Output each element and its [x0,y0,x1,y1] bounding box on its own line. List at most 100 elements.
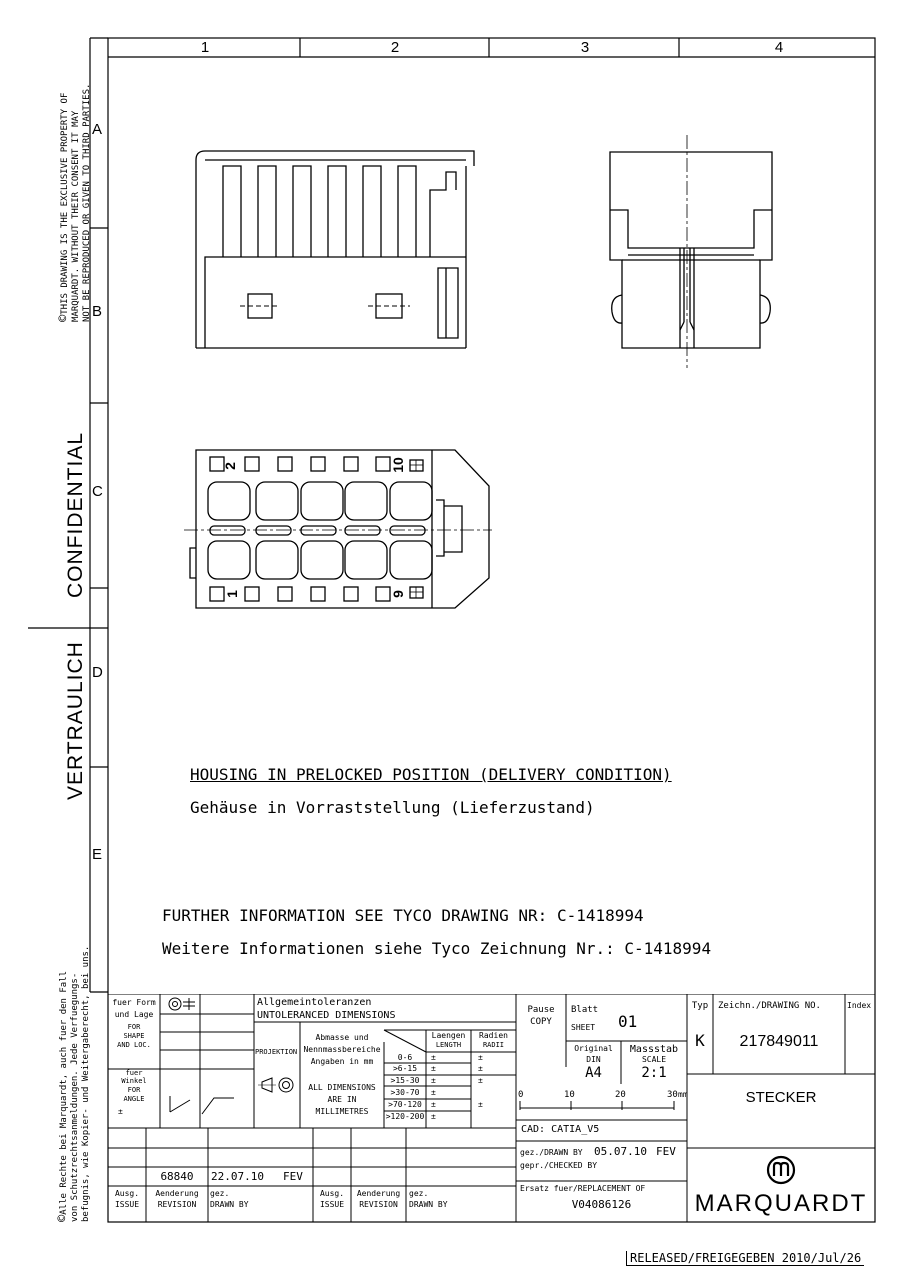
revision-header-en-1: REVISION [157,1200,197,1209]
revision-number: 68840 [160,1170,194,1183]
abmasse-line-2: Nennmassbereiche [303,1045,381,1054]
radii-pm-4: ± [478,1100,483,1109]
range-15-30: >15-30 [390,1076,420,1085]
sheet-label-en: SHEET [571,1023,596,1032]
tolerance-title-en: UNTOLERANCED DIMENSIONS [257,1010,396,1021]
abmasse-line-1: Abmasse und [315,1033,369,1042]
pin-label-1: 1 [223,590,240,598]
scale-tick-10: 10 [564,1090,575,1100]
sheet-label-de: Blatt [571,1005,599,1015]
rights-copyright-symbol: © [55,1214,69,1222]
scale-label-en: SCALE [641,1055,667,1064]
type-value: K [695,1031,705,1050]
abmasse-line-3: Angaben in mm [310,1057,374,1066]
checked-by-label: gepr./CHECKED BY [520,1161,598,1170]
note-further-de: Weitere Informationen siehe Tyco Zeichnu… [162,939,712,958]
sheet-number: 01 [618,1012,638,1031]
rights-line-1: Alle Rechte bei Marquardt, auch fuer den… [59,970,69,1215]
pin-label-10: 10 [389,457,406,473]
length-pm-2: ± [431,1064,436,1073]
range-30-70: >30-70 [390,1088,420,1097]
form-label-4: SHAPE [123,1032,145,1040]
issue-header-de-1: Ausg. [114,1189,140,1198]
issue-header-de-2: Ausg. [319,1189,345,1198]
replacement-value: V04086126 [571,1198,632,1211]
angle-label-3: FOR [127,1086,141,1094]
range-120-200: >120-200 [385,1112,425,1121]
note-housing-en: HOUSING IN PRELOCKED POSITION (DELIVERY … [190,765,672,784]
range-0-6: 0-6 [397,1053,413,1062]
drawn-header-en-1: DRAWN BY [210,1200,249,1209]
scale-unit: mm [678,1090,688,1099]
projection-label: PROJEKTION [255,1048,298,1056]
length-pm-6: ± [431,1112,436,1121]
tolerance-title: Allgemeintoleranzen [257,997,372,1008]
form-label-1: fuer Form [112,998,156,1007]
pin-label-9: 9 [389,590,406,598]
radii-header-de: Radien [479,1031,508,1040]
column-label-3: 3 [580,39,590,56]
side-view [195,150,475,349]
original-label: Original [574,1044,613,1053]
drawn-header-de-1: gez. [210,1189,230,1198]
drawn-by-name: FEV [656,1145,676,1158]
all-dims-line-1: ALL DIMENSIONS [308,1083,376,1092]
type-label: Typ [691,1001,709,1011]
row-label-b: B [92,303,103,320]
row-label-c: C [92,483,103,500]
title-block-grid [108,994,875,1222]
all-dims-line-2: ARE IN [327,1095,357,1104]
form-label-3: FOR [127,1023,141,1031]
length-pm-5: ± [431,1100,436,1109]
column-label-2: 2 [390,39,400,56]
end-view [609,135,773,368]
scale-tick-20: 20 [615,1090,626,1100]
angle-label-1: fuer [125,1069,143,1077]
row-label-a: A [92,121,103,138]
index-label: Index [847,1001,872,1010]
pause-label: Pause [527,1005,555,1015]
issue-header-en-1: ISSUE [114,1200,140,1209]
revision-header-de-2: Aenderung [356,1189,401,1198]
pin-label-2: 2 [221,462,238,470]
scale-tick-30: 30 [667,1090,678,1100]
row-label-d: D [92,664,103,681]
marquardt-logo-text: MARQUARDT [694,1190,868,1217]
radii-pm-1: ± [478,1053,483,1062]
angle-label-2: Winkel [121,1077,147,1085]
range-70-120: >70-120 [388,1100,422,1109]
radii-pm-2: ± [478,1064,483,1073]
revision-header-en-2: REVISION [359,1200,398,1209]
all-dims-line-3: MILLIMETRES [315,1107,369,1116]
column-label-1: 1 [200,39,210,56]
revision-date: 22.07.10 [211,1170,264,1183]
revision-header-de-1: Aenderung [155,1189,199,1198]
drawing-number-label: Zeichn./DRAWING NO. [718,1001,821,1011]
release-stamp: RELEASED/FREIGEGEBEN 2010/Jul/26 [626,1251,865,1266]
housing-views [184,135,773,609]
length-pm-4: ± [431,1088,436,1097]
marquardt-logo-icon [766,1155,796,1185]
part-name: STECKER [745,1089,817,1106]
copy-label: COPY [530,1017,552,1027]
paper-format: A4 [585,1065,602,1081]
face-view [184,449,492,609]
scale-tick-0: 0 [518,1090,524,1100]
din-label: DIN [586,1055,601,1064]
length-pm-3: ± [431,1076,436,1085]
range-6-15: >6-15 [392,1064,418,1073]
form-label-5: AND LOC. [117,1041,151,1049]
form-label-2: und Lage [114,1010,154,1019]
replacement-label: Ersatz fuer/REPLACEMENT OF [520,1184,646,1193]
length-header-en: LENGTH [435,1041,462,1049]
revision-drawn-by: FEV [283,1170,303,1183]
radii-pm-3: ± [478,1076,483,1085]
issue-header-en-2: ISSUE [319,1200,345,1209]
drawn-date: 05.07.10 [594,1145,647,1158]
drawn-by-label: gez./DRAWN BY [520,1148,583,1157]
length-pm-1: ± [431,1053,436,1062]
drawn-header-de-2: gez. [409,1189,429,1198]
note-further-en: FURTHER INFORMATION SEE TYCO DRAWING NR:… [162,906,644,925]
row-label-e: E [92,846,103,863]
radii-header-en: RADII [482,1041,505,1049]
